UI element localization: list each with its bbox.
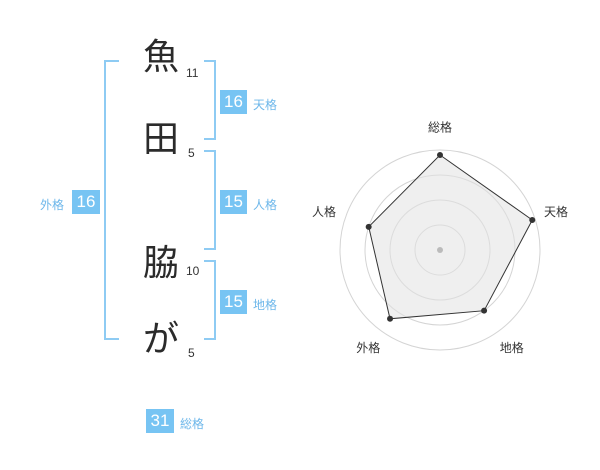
radar-axis-label-3: 外格 xyxy=(356,340,380,355)
chikaku-value: 15 xyxy=(220,290,247,314)
jinkaku-label: 人格 xyxy=(253,198,278,212)
name-char-3: 脇 xyxy=(142,243,179,284)
tenkaku-bracket xyxy=(204,60,216,140)
tenkaku-value: 16 xyxy=(220,90,247,114)
radar-axis-label-4: 人格 xyxy=(312,204,336,219)
gaikaku-bracket xyxy=(104,60,119,340)
radar-grid-ring xyxy=(339,149,541,351)
stroke-count-2: 5 xyxy=(188,146,195,160)
gaikaku-label: 外格 xyxy=(40,198,65,212)
stroke-count-3: 10 xyxy=(186,264,200,278)
radar-point-0 xyxy=(437,152,443,158)
stroke-count-1: 11 xyxy=(186,66,199,80)
name-char-4: が xyxy=(142,319,179,360)
radar-point-4 xyxy=(365,223,372,230)
soukaku-value: 31 xyxy=(146,409,174,433)
jinkaku-bracket xyxy=(204,150,216,250)
radar-point-1 xyxy=(529,217,536,224)
gaikaku-value: 16 xyxy=(72,190,100,214)
tenkaku-label: 天格 xyxy=(253,98,278,112)
radar-data-area xyxy=(368,154,533,320)
radar-points xyxy=(365,152,536,322)
radar-center-dot xyxy=(437,247,443,253)
soukaku-label: 総格 xyxy=(180,417,205,431)
name-char-1: 魚 xyxy=(142,37,179,78)
radar-axis-label-2: 地格 xyxy=(500,340,524,355)
radar-axis-label-1: 天格 xyxy=(544,204,568,219)
name-char-2: 田 xyxy=(142,119,179,160)
radar-point-3 xyxy=(387,315,394,322)
stroke-count-4: 5 xyxy=(188,346,195,360)
jinkaku-value: 15 xyxy=(220,190,247,214)
radar-axis-label-0: 総格 xyxy=(428,120,452,135)
radar-point-2 xyxy=(481,307,488,314)
chikaku-label: 地格 xyxy=(253,298,278,312)
chikaku-bracket xyxy=(204,260,216,340)
